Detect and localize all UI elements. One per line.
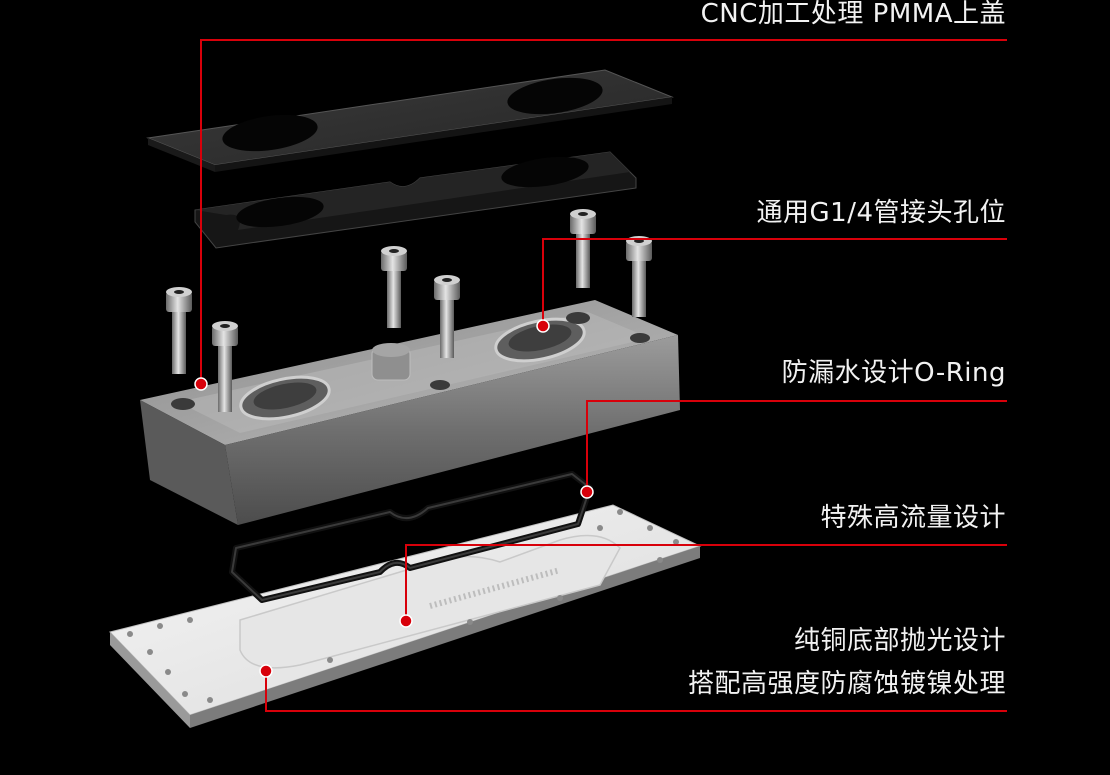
leader-line-pmma — [200, 39, 1007, 384]
leader-dot-highflow — [399, 614, 413, 628]
screws — [166, 209, 652, 412]
leader-line-copper — [265, 671, 1007, 712]
screw — [570, 209, 596, 288]
callout-copper-base-line2: 搭配高强度防腐蚀镀镍处理 — [687, 669, 1006, 699]
leader-line-highflow — [405, 544, 1007, 621]
screw — [626, 236, 652, 317]
leader-dot-copper — [259, 664, 273, 678]
leader-dot-pmma — [194, 377, 208, 391]
o-ring — [229, 471, 593, 603]
screw — [381, 246, 407, 328]
leader-lines — [200, 39, 1007, 712]
leader-dot-oring — [580, 485, 594, 499]
callout-high-flow: 特殊高流量设计 — [820, 503, 1006, 533]
acrylic-body — [140, 300, 680, 525]
leader-dot-g14 — [536, 319, 550, 333]
leader-line-oring — [586, 400, 1007, 492]
callout-pmma-cover: CNC加工处理 PMMA上盖 — [700, 0, 1006, 29]
inner-gasket-plate — [194, 151, 637, 249]
leader-line-g14 — [542, 238, 1007, 326]
pmma-top-cover — [146, 69, 674, 172]
callout-g14-port: 通用G1/4管接头孔位 — [756, 198, 1006, 228]
leader-dots — [194, 319, 594, 678]
screw — [434, 275, 460, 358]
callout-oring: 防漏水设计O-Ring — [781, 358, 1006, 388]
callout-copper-base-line1: 纯铜底部抛光设计 — [793, 626, 1006, 656]
screw — [166, 287, 192, 374]
screw — [212, 321, 238, 412]
